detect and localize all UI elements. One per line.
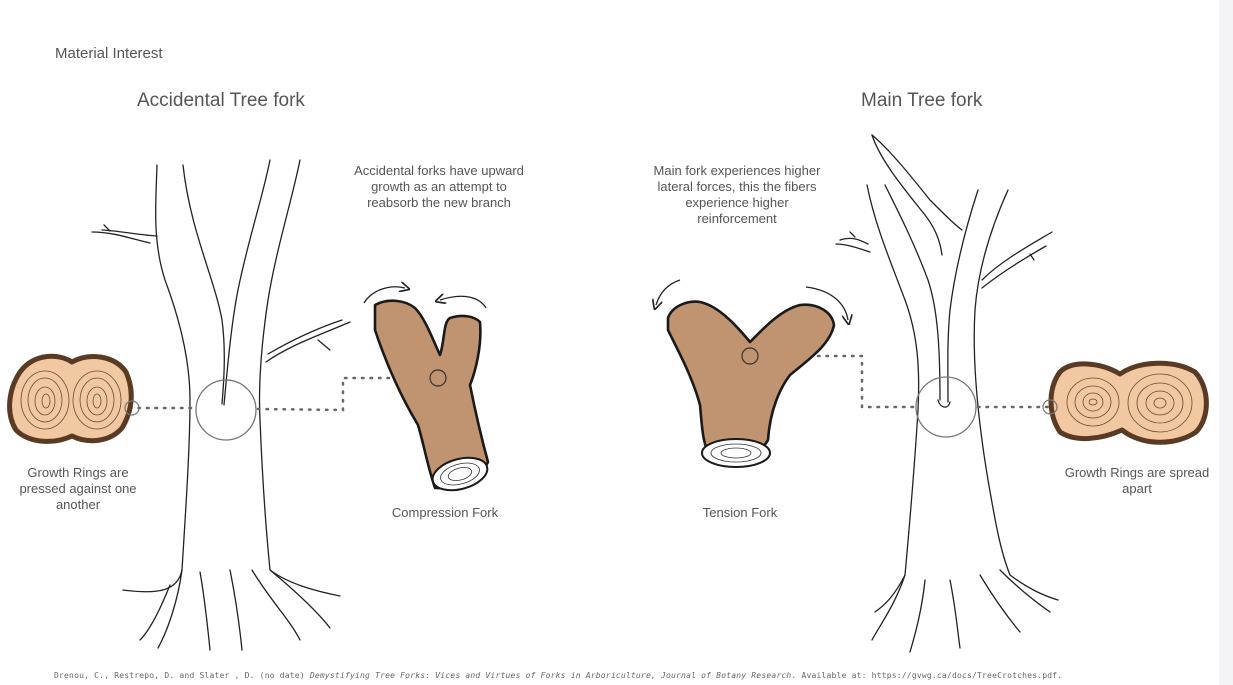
- tension-fork-drawing: [656, 279, 848, 468]
- main-fork-note: Main fork experiences higher lateral for…: [653, 163, 821, 226]
- compression-fork-caption: Compression Fork: [391, 505, 499, 520]
- main-fork-focus-circle: [915, 376, 977, 438]
- rings-caption-left: Growth Rings are pressed against one ano…: [19, 465, 137, 512]
- compression-fork-drawing: [363, 287, 490, 492]
- main-tree-drawing: [835, 134, 1059, 653]
- accidental-tree-drawing: [91, 159, 351, 651]
- growth-rings-spread-icon: [1048, 360, 1209, 445]
- citation-tail: . Available at: https://gvwg.ca/docs/Tre…: [791, 671, 1063, 680]
- citation-authors: Drenou, C., Restrepo, D. and Slater , D.…: [54, 671, 310, 680]
- compression-fork-leader: [256, 376, 432, 412]
- main-fork-heading: Main Tree fork: [861, 90, 983, 111]
- accidental-fork-heading: Accidental Tree fork: [137, 90, 305, 111]
- citation: Drenou, C., Restrepo, D. and Slater , D.…: [54, 671, 1062, 680]
- page-edge: [1219, 0, 1233, 685]
- accidental-fork-note: Accidental forks have upward growth as a…: [354, 163, 524, 210]
- tension-fork-leader: [748, 354, 918, 409]
- citation-title: Demystifying Tree Forks: Vices and Virtu…: [309, 671, 792, 680]
- tension-fork-caption: Tension Fork: [702, 505, 778, 520]
- left-rings-anchor: [124, 400, 140, 416]
- accidental-fork-focus-circle: [195, 379, 257, 441]
- rings-caption-right: Growth Rings are spread apart: [1064, 465, 1210, 496]
- right-rings-anchor: [1042, 399, 1058, 415]
- growth-rings-pressed-icon: [7, 353, 134, 444]
- section-label: Material Interest: [55, 45, 163, 62]
